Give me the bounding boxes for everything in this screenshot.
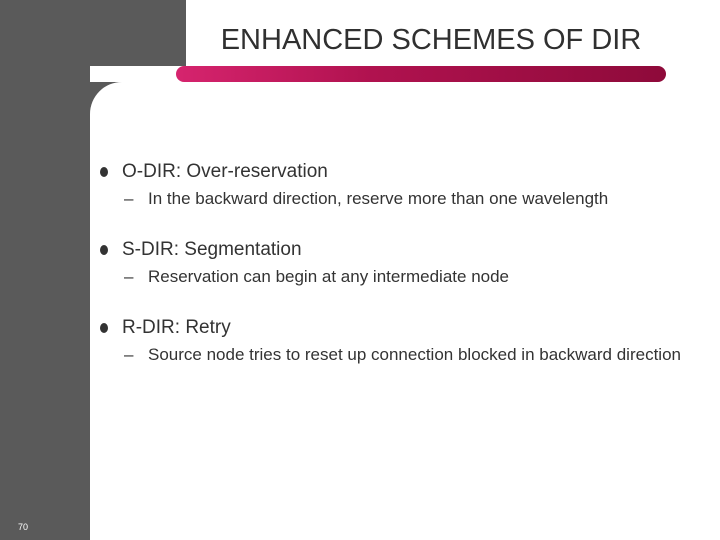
page-number: 70 (18, 522, 29, 532)
bullet-dot-icon (100, 167, 108, 177)
sub-bullet-item: – In the backward direction, reserve mor… (100, 188, 700, 210)
bullet-text: R-DIR: Retry (122, 317, 231, 338)
bullet-dot-icon (100, 245, 108, 255)
bullet-group-2: S-DIR: Segmentation – Reservation can be… (100, 238, 700, 288)
top-left-block (0, 0, 186, 66)
bullet-item: R-DIR: Retry (100, 316, 700, 340)
bullet-group-3: R-DIR: Retry – Source node tries to rese… (100, 316, 700, 366)
title-underline-bar (176, 66, 666, 82)
sub-bullet-text: Source node tries to reset up connection… (148, 345, 681, 364)
bullet-text: O-DIR: Over-reservation (122, 161, 328, 182)
sub-bullet-item: – Reservation can begin at any intermedi… (100, 266, 700, 288)
dash-marker: – (124, 189, 134, 208)
sub-bullet-item: – Source node tries to reset up connecti… (100, 344, 688, 366)
bullet-item: O-DIR: Over-reservation (100, 160, 700, 184)
bullet-text: S-DIR: Segmentation (122, 239, 302, 260)
corner-curve (90, 82, 186, 142)
dash-marker: – (124, 345, 134, 364)
dash-marker: – (124, 267, 134, 286)
bullet-group-1: O-DIR: Over-reservation – In the backwar… (100, 160, 700, 210)
bullet-dot-icon (100, 323, 108, 333)
bullet-list: O-DIR: Over-reservation – In the backwar… (100, 160, 700, 394)
sub-bullet-text: Reservation can begin at any intermediat… (148, 267, 510, 286)
sub-bullet-text: In the backward direction, reserve more … (148, 189, 609, 208)
left-sidebar (0, 0, 90, 540)
bullet-item: S-DIR: Segmentation (100, 238, 700, 262)
slide-title: ENHANCED SCHEMES OF DIR (220, 24, 642, 56)
